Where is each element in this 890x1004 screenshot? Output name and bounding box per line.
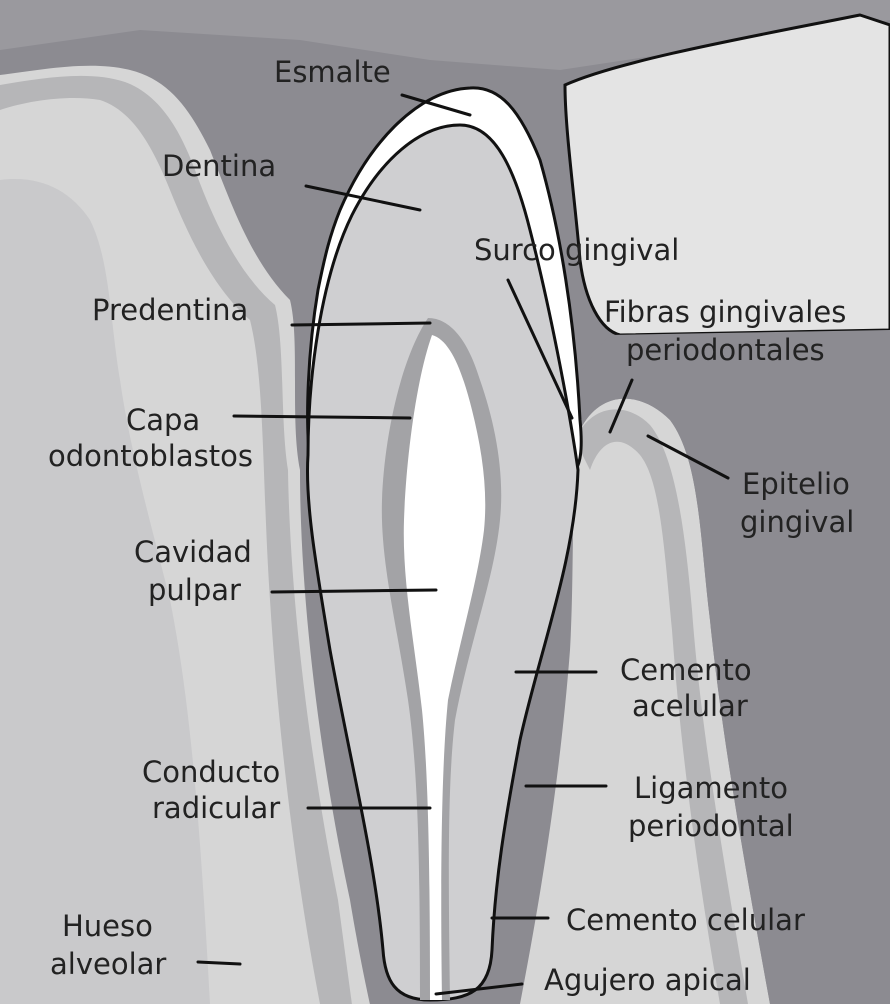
leader-predentina — [292, 323, 430, 325]
label-epitelio-2: gingival — [740, 505, 854, 539]
label-cemento-celular: Cemento celular — [566, 903, 805, 937]
label-epitelio-1: Epitelio — [742, 467, 850, 501]
leader-capa — [234, 416, 410, 418]
label-cemento-acelular-2: acelular — [632, 689, 748, 723]
label-fibras-2: periodontales — [626, 333, 825, 367]
label-cavidad-2: pulpar — [148, 573, 241, 607]
label-hueso-2: alveolar — [50, 947, 166, 981]
leader-hueso — [198, 962, 240, 964]
label-esmalte: Esmalte — [274, 55, 391, 89]
leader-cavidad — [272, 590, 436, 592]
label-conducto-2: radicular — [152, 791, 280, 825]
label-cemento-acelular-1: Cemento — [620, 653, 752, 687]
label-capa-2: odontoblastos — [48, 439, 253, 473]
label-fibras-1: Fibras gingivales — [604, 295, 846, 329]
label-ligamento-2: periodontal — [628, 809, 794, 843]
label-cavidad-1: Cavidad — [134, 535, 252, 569]
label-capa-1: Capa — [126, 403, 200, 437]
label-predentina: Predentina — [92, 293, 248, 327]
label-dentina: Dentina — [162, 149, 276, 183]
label-ligamento-1: Ligamento — [634, 771, 788, 805]
label-agujero-apical: Agujero apical — [544, 963, 751, 997]
label-conducto-1: Conducto — [142, 755, 280, 789]
label-surco-gingival: Surco gingival — [474, 233, 679, 267]
label-hueso-1: Hueso — [62, 909, 153, 943]
